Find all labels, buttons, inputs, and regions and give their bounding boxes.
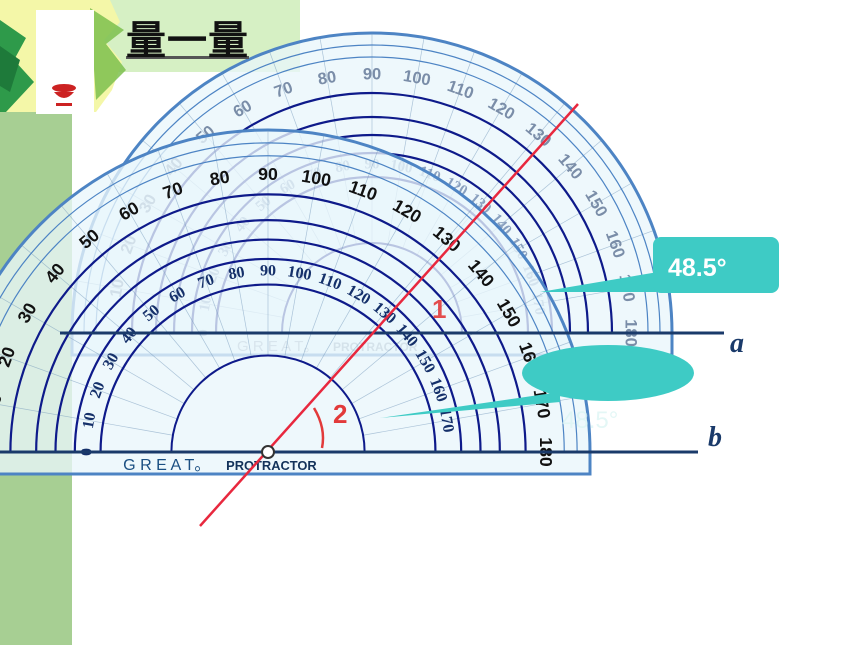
front-protractor-inner-tick-label: 10 [80, 411, 100, 430]
front-protractor-radial-line [341, 244, 515, 391]
front-protractor-radial-line [106, 172, 221, 369]
front-protractor-center-arc [170, 354, 366, 453]
front-protractor-radial-line [284, 134, 325, 357]
front-protractor-inner-tick-label: 110 [316, 270, 344, 294]
back-protractor-outer-tick-label: 100 [402, 67, 432, 90]
page-title: 量一量 [126, 18, 249, 64]
front-protractor-scale-arc [73, 257, 463, 453]
leaf-frame-icon [0, 0, 126, 114]
back-protractor-outer-tick-label: 80 [316, 68, 337, 89]
front-protractor-radial-line [0, 354, 178, 420]
front-protractor-radial-line [315, 172, 430, 369]
front-protractor-radial-line [60, 205, 207, 379]
front-protractor-scale-arc [99, 283, 437, 453]
front-protractor-outer-tick-label: 20 [0, 344, 19, 369]
front-protractor-outer-tick-label: 90 [258, 164, 278, 184]
front-protractor-inner-tick-label: 170 [436, 407, 457, 434]
front-protractor-radial-line [157, 149, 236, 362]
line-a-label: a [730, 328, 744, 359]
callout-lower-value: 48.5° [562, 407, 618, 434]
angle-2-label: 2 [333, 399, 347, 429]
front-protractor-scale-arc [9, 193, 527, 453]
front-protractor-inner-tick-label: 60 [166, 284, 188, 307]
angle-1-label: 1 [432, 294, 446, 324]
front-protractor-radial-line [0, 404, 173, 436]
front-protractor-inner-tick-label: 70 [196, 271, 217, 292]
line-b-label: b [708, 422, 722, 453]
front-protractor-outer-tick-label: 80 [208, 166, 231, 189]
angle-callout-lower: 48.5° [380, 345, 694, 434]
angle-callout-upper: 48.5° [540, 237, 779, 293]
front-protractor-inner-tick-label: 80 [227, 264, 246, 284]
front-protractor-radial-line [358, 341, 571, 420]
red-lamp-icon [52, 84, 76, 106]
front-protractor-edge-arc [0, 155, 565, 453]
callout-upper-value: 48.5° [668, 254, 727, 282]
front-protractor-inner-tick-label: 20 [87, 380, 108, 401]
angle-2-arc [312, 407, 325, 449]
front-protractor-radial-line [329, 205, 476, 379]
back-protractor-outer-tick-label: 70 [272, 78, 295, 101]
front-protractor-scale-arc [35, 219, 501, 453]
front-protractor-inner-tick-label: 100 [286, 263, 313, 284]
geometry-overlay: a b 1 2 [0, 103, 744, 527]
front-protractor-radial-line [0, 296, 185, 405]
back-protractor-outer-tick-label: 90 [363, 65, 381, 83]
front-protractor-inner-tick-label: 90 [260, 262, 276, 279]
front-protractor-brand-word: G R E A T。 [123, 456, 210, 474]
front-protractor-inner-tick-label: 30 [100, 350, 123, 372]
front-protractor-radial-line [351, 290, 548, 405]
front-protractor-scale-arc [54, 238, 482, 453]
front-protractor-radial-line [300, 149, 379, 362]
front-protractor-outer-tick-label: 10 [0, 392, 6, 415]
front-protractor-radial-line [211, 134, 252, 357]
front-protractor-brand-name: PROTRACTOR [226, 458, 317, 473]
front-protractor-edge-arc [0, 142, 578, 453]
front-protractor-radial-line [21, 244, 195, 391]
protractor-center-point [261, 445, 275, 459]
